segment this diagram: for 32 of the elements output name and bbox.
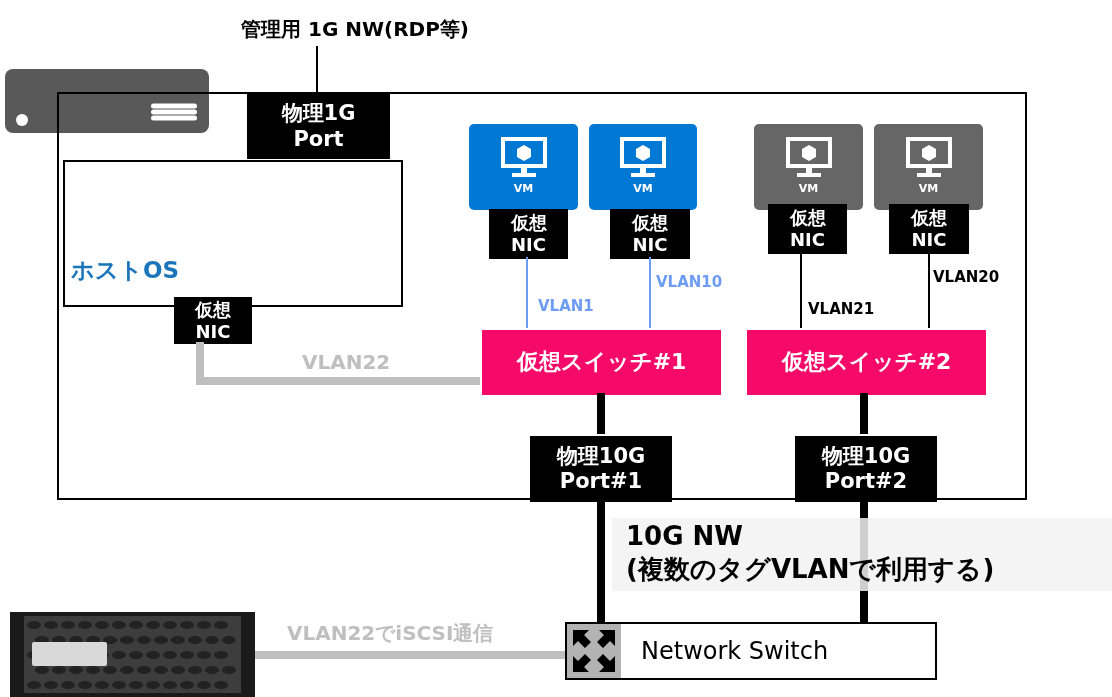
connector-line xyxy=(255,651,565,659)
port-box: 物理10G Port#2 xyxy=(795,436,937,502)
vm-box xyxy=(754,124,863,210)
vm-label: VM xyxy=(513,182,534,196)
server-frame xyxy=(57,92,1027,500)
virtual-switch-box: 仮想スイッチ#1 xyxy=(482,330,721,395)
network-note: 10G NW (複数のタグVLANで利用する) xyxy=(612,518,1112,591)
connector-line xyxy=(649,256,651,329)
virtual-nic-box: 仮想 NIC xyxy=(610,209,690,259)
vm-box xyxy=(874,124,983,210)
virtual-switch-box: 仮想スイッチ#2 xyxy=(747,330,986,395)
vm-label: VM xyxy=(798,182,819,196)
virtual-nic-box: 仮想 NIC xyxy=(174,297,252,344)
connector-line xyxy=(597,500,605,622)
switch-label: Network Switch xyxy=(641,636,829,666)
port-box: 物理1G Port xyxy=(247,94,390,159)
virtual-nic-box: 仮想 NIC xyxy=(489,209,568,259)
vm-box xyxy=(589,124,697,210)
storage-array-drawing xyxy=(10,612,255,697)
virtual-nic-box: 仮想 NIC xyxy=(889,204,969,254)
network-label: 管理用 1G NW(RDP等) xyxy=(195,12,515,46)
connector-line xyxy=(316,45,318,93)
connector-line xyxy=(860,393,868,434)
connector-line xyxy=(597,393,605,434)
vm-label: VM xyxy=(918,182,939,196)
connector-line xyxy=(526,256,528,329)
vm-box xyxy=(469,124,578,210)
network-switch-box xyxy=(565,622,937,680)
vm-label: VM xyxy=(633,182,653,196)
connector-line xyxy=(196,342,480,385)
port-box: 物理10G Port#1 xyxy=(530,436,672,502)
virtual-nic-box: 仮想 NIC xyxy=(768,204,847,254)
